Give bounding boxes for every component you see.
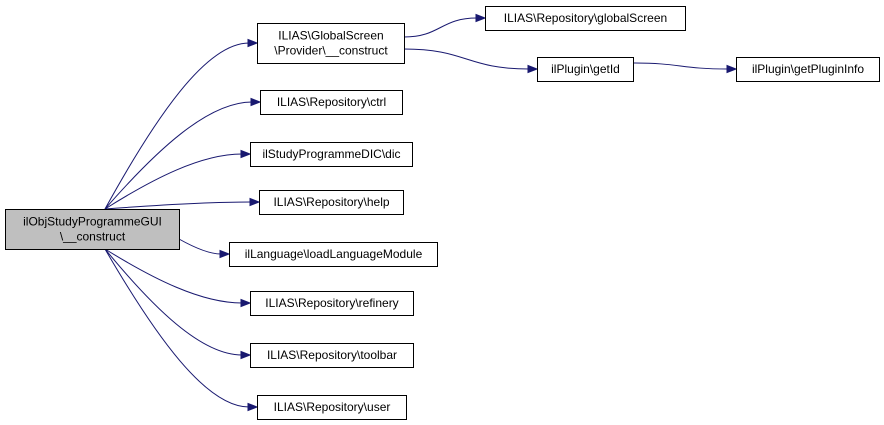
- node-box: [259, 190, 404, 215]
- node-plugin_getinfo[interactable]: ilPlugin\getPluginInfo: [736, 57, 880, 82]
- edge-root-to-load_lang: [178, 238, 222, 255]
- node-label: ilPlugin\getId: [551, 62, 620, 76]
- node-label: ilLanguage\loadLanguageModule: [245, 247, 423, 261]
- node-label: ILIAS\Repository\user: [274, 400, 391, 414]
- node-label: ilStudyProgrammeDIC\dic: [262, 147, 400, 161]
- node-box: [736, 57, 880, 82]
- node-label: \__construct: [60, 230, 126, 244]
- arrowhead-icon: [240, 298, 252, 308]
- node-repo_ctrl[interactable]: ILIAS\Repository\ctrl: [260, 90, 403, 115]
- node-box: [5, 209, 180, 250]
- edges-layer: [104, 13, 738, 412]
- node-box: [250, 291, 414, 316]
- edge-root-to-repo_ctrl: [104, 101, 253, 210]
- node-plugin_getid[interactable]: ilPlugin\getId: [537, 57, 634, 82]
- edge-plugin_getid-to-plugin_getinfo: [632, 62, 729, 70]
- arrowhead-icon: [527, 64, 539, 74]
- node-box: [229, 242, 438, 267]
- node-label: ILIAS\Repository\ctrl: [277, 95, 386, 109]
- node-label: ilObjStudyProgrammeGUI: [23, 215, 162, 229]
- node-dic[interactable]: ilStudyProgrammeDIC\dic: [250, 142, 413, 167]
- node-box: [260, 90, 403, 115]
- arrowhead-icon: [247, 402, 259, 412]
- arrowhead-icon: [240, 149, 252, 159]
- node-label: ILIAS\Repository\toolbar: [267, 348, 397, 362]
- node-box: [257, 23, 405, 64]
- edge-root-to-gs_provider: [104, 42, 250, 210]
- node-gs_provider[interactable]: ILIAS\GlobalScreen\Provider\__construct: [257, 23, 405, 64]
- edge-root-to-repo_refinery: [104, 248, 243, 304]
- node-label: ILIAS\Repository\help: [273, 195, 389, 209]
- edge-root-to-repo_user: [104, 248, 250, 408]
- node-box: [250, 142, 413, 167]
- node-repo_globalscreen[interactable]: ILIAS\Repository\globalScreen: [485, 6, 686, 31]
- node-repo_help[interactable]: ILIAS\Repository\help: [259, 190, 404, 215]
- arrowhead-icon: [726, 64, 738, 74]
- node-box: [250, 343, 414, 368]
- node-repo_user[interactable]: ILIAS\Repository\user: [257, 395, 407, 420]
- node-load_lang[interactable]: ilLanguage\loadLanguageModule: [229, 242, 438, 267]
- node-label: ILIAS\Repository\globalScreen: [504, 11, 667, 25]
- edge-root-to-repo_toolbar: [104, 248, 243, 356]
- arrowhead-icon: [247, 38, 259, 48]
- edge-gs_provider-to-repo_globalscreen: [403, 17, 478, 38]
- arrowhead-icon: [475, 13, 487, 23]
- node-repo_toolbar[interactable]: ILIAS\Repository\toolbar: [250, 343, 414, 368]
- node-repo_refinery[interactable]: ILIAS\Repository\refinery: [250, 291, 414, 316]
- node-box: [485, 6, 686, 31]
- node-label: \Provider\__construct: [274, 44, 388, 58]
- arrowhead-icon: [240, 350, 252, 360]
- node-label: ILIAS\Repository\refinery: [265, 296, 398, 310]
- nodes-layer: ilObjStudyProgrammeGUI\__constructILIAS\…: [5, 6, 880, 420]
- edge-gs_provider-to-plugin_getid: [403, 48, 530, 70]
- arrowhead-icon: [250, 97, 262, 107]
- node-label: ILIAS\GlobalScreen: [278, 29, 383, 43]
- arrowhead-icon: [249, 197, 261, 207]
- arrowhead-icon: [219, 249, 231, 259]
- node-box: [537, 57, 634, 82]
- edge-root-to-repo_help: [104, 201, 252, 210]
- node-box: [257, 395, 407, 420]
- edge-root-to-dic: [104, 153, 243, 210]
- node-root[interactable]: ilObjStudyProgrammeGUI\__construct: [5, 209, 180, 250]
- node-label: ilPlugin\getPluginInfo: [752, 62, 864, 76]
